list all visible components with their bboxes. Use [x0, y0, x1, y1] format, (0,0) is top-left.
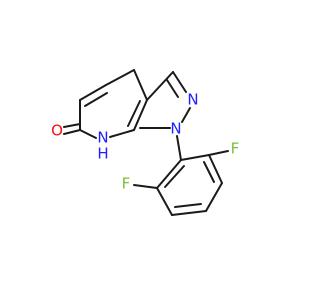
atom-label-pyridinone-h: H [97, 145, 108, 163]
bond-nh-c6 [79, 129, 97, 139]
bond-ar-c2-f [208, 150, 229, 156]
bond-c4-c3a [133, 69, 148, 101]
bond-carbonyl-double [63, 123, 81, 128]
atom-label-fluorine-top: F [231, 140, 240, 158]
atom-label-n1: N [170, 120, 181, 138]
bond-c7a-nh [109, 129, 135, 138]
bond-c6-c5-double [84, 92, 108, 107]
bond-ar-c3-c4 [205, 182, 223, 212]
atom-label-oxygen: O [51, 122, 63, 140]
bond-c3-n2-double [166, 79, 179, 98]
atom-label-pyridinone-nh: N [97, 129, 108, 147]
bond-ar-c4-c5 [171, 210, 207, 216]
bond-ar-c2-c3 [208, 154, 223, 184]
bond-ar-c4-c5-double [174, 203, 202, 208]
bond-c3a-c7a [133, 99, 148, 131]
molecule-structure-diagram: O N H N N F F [51, 69, 239, 216]
bond-ar-c5-c6 [156, 187, 173, 216]
bond-c3-n2 [172, 71, 187, 93]
bond-ar-c6-c1 [156, 159, 182, 189]
bond-ar-c6-c1-double [164, 165, 185, 188]
atom-label-n2: N [187, 91, 198, 109]
bond-c6-c5 [79, 84, 107, 101]
bond-n2-n1 [181, 107, 191, 123]
bond-c3a-c3 [146, 71, 174, 101]
bond-layer [63, 69, 229, 216]
bond-n1-aryl [176, 135, 182, 161]
bond-ar-c1-c2 [180, 154, 210, 161]
bond-c3a-c7a-double [127, 100, 141, 127]
bond-carbonyl [63, 129, 81, 135]
bond-c5-c4 [105, 69, 135, 86]
bond-ar-c6-f [133, 184, 158, 189]
atom-label-layer: O N H N N F F [51, 91, 239, 193]
bond-ar-c2-c3-double [203, 161, 215, 183]
atom-label-fluorine-left: F [122, 175, 131, 193]
